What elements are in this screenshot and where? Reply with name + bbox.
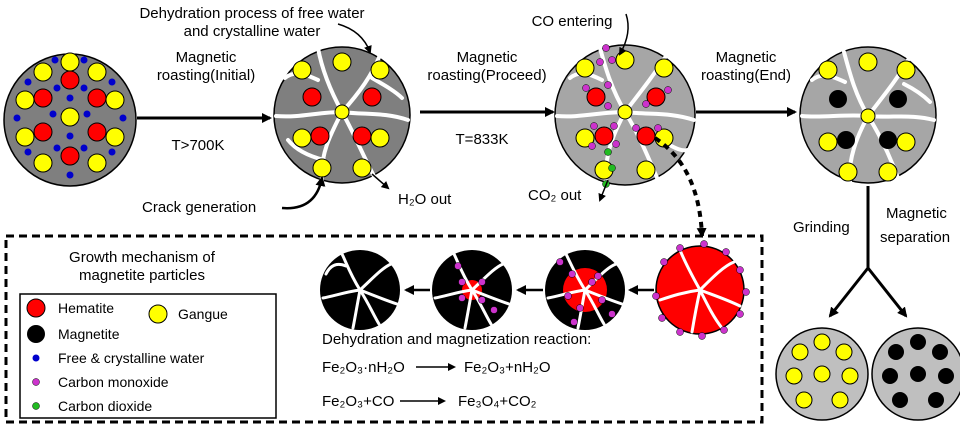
legend-hematite: Hematite [58,300,114,316]
growth-mechanism-title-line1: Growth mechanism of [69,249,216,266]
temp-833-label: T=833K [456,131,509,148]
legend-carbon-monoxide-swatch [32,378,40,386]
roast-initial-label-line1: Magnetic [176,49,237,66]
crack-generation-arrow [281,176,326,210]
magnetic-separation-label-line1: Magnetic [886,205,947,222]
reaction2-left: Fe₂O₃+CO [322,393,394,410]
h2o-out-label: H₂O out [398,191,452,208]
zoom-dotted-arrow [653,136,707,238]
roast-end-label-line1: Magnetic [716,49,777,66]
legend: Hematite Gangue Magnetite Free & crystal… [19,293,277,419]
co-entering-label: CO entering [532,13,613,30]
growth-stage-magnetite [320,250,400,330]
co-entering-arrow [619,13,629,56]
roast-proceed-label-line2: roasting(Proceed) [427,67,546,84]
reaction-title: Dehydration and magnetization reaction: [322,331,591,348]
legend-water-swatch [32,354,40,362]
roast-initial-label-line2: roasting(Initial) [157,67,255,84]
dehydration-process-label-line1: Dehydration process of free water [139,5,364,22]
legend-magnetite: Magnetite [58,326,120,342]
branch-gangue-arrow [828,267,870,318]
growth-stage-partial-2 [432,250,512,330]
reaction1-left: Fe₂O₃·nH₂O [322,359,405,376]
crack-generation-label: Crack generation [142,199,256,216]
legend-carbon-monoxide: Carbon monoxide [58,374,169,390]
h2o-out-arrow [371,173,390,190]
roast-end-label-line2: roasting(End) [701,67,791,84]
particle-proceed-roasting [554,44,696,188]
product-gangue-particle [775,327,869,421]
particle-end-roasting [799,46,937,184]
grinding-label: Grinding [793,219,850,236]
product-magnetite-particle [871,327,960,421]
particle-initial-roasting [273,46,411,184]
growth-mechanism-box [4,234,764,424]
legend-gangue: Gangue [178,306,228,322]
legend-carbon-dioxide: Carbon dioxide [58,398,152,414]
dehydration-process-label-line2: and crystalline water [184,23,321,40]
legend-gangue-swatch [148,304,168,324]
growth-stage-partial-1 [545,250,625,330]
legend-hematite-swatch [26,298,46,318]
roast-proceed-label-line1: Magnetic [457,49,518,66]
reaction2-right: Fe₃O₄+CO₂ [458,393,537,410]
reaction1-right: Fe₂O₃+nH₂O [464,359,551,376]
legend-magnetite-swatch [27,325,45,343]
dehydration-arrow [337,23,372,54]
temp-700-label: T>700K [172,137,225,154]
growth-mechanism-title-line2: magnetite particles [79,267,205,284]
magnetic-separation-label-line2: separation [880,229,950,246]
legend-water: Free & crystalline water [58,350,205,366]
co2-out-label: CO₂ out [528,187,582,204]
growth-stage-hematite [652,240,750,340]
branch-magnetite-arrow [866,267,908,318]
legend-carbon-dioxide-swatch [32,402,40,410]
particle-raw-ore [3,52,137,187]
co2-out-arrow [598,179,609,202]
